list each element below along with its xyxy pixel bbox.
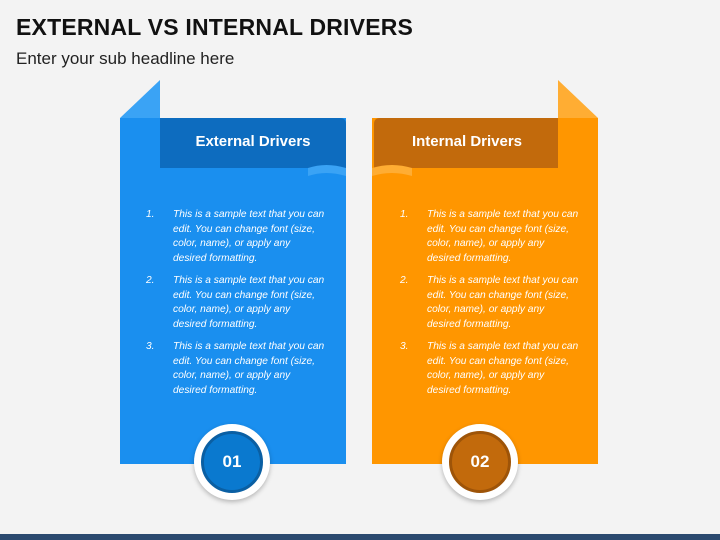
number-badge-01: 01: [194, 424, 270, 500]
list-item: 1. This is a sample text that you can ed…: [146, 209, 325, 264]
list-item: 3. This is a sample text that you can ed…: [146, 341, 325, 396]
slide-subtitle: Enter your sub headline here: [16, 49, 235, 68]
list-item: 2. This is a sample text that you can ed…: [146, 275, 325, 330]
list-item: 3. This is a sample text that you can ed…: [400, 341, 579, 396]
external-card-shape: [120, 80, 346, 464]
internal-drivers-card: Internal Drivers 1. This is a sample tex…: [366, 76, 606, 506]
number-badge-02: 02: [442, 424, 518, 500]
internal-card-shape: [372, 80, 598, 464]
list-item: 1. This is a sample text that you can ed…: [400, 209, 579, 264]
external-drivers-list: 1. This is a sample text that you can ed…: [146, 208, 326, 406]
footer-bar: [0, 534, 720, 540]
slide-title: EXTERNAL VS INTERNAL DRIVERS: [16, 14, 414, 40]
external-drivers-header: External Drivers: [195, 133, 311, 150]
list-item: 2. This is a sample text that you can ed…: [400, 275, 579, 330]
internal-drivers-list: 1. This is a sample text that you can ed…: [400, 208, 580, 406]
internal-drivers-header: Internal Drivers: [411, 133, 523, 150]
external-drivers-card: External Drivers 1. This is a sample tex…: [112, 76, 352, 506]
